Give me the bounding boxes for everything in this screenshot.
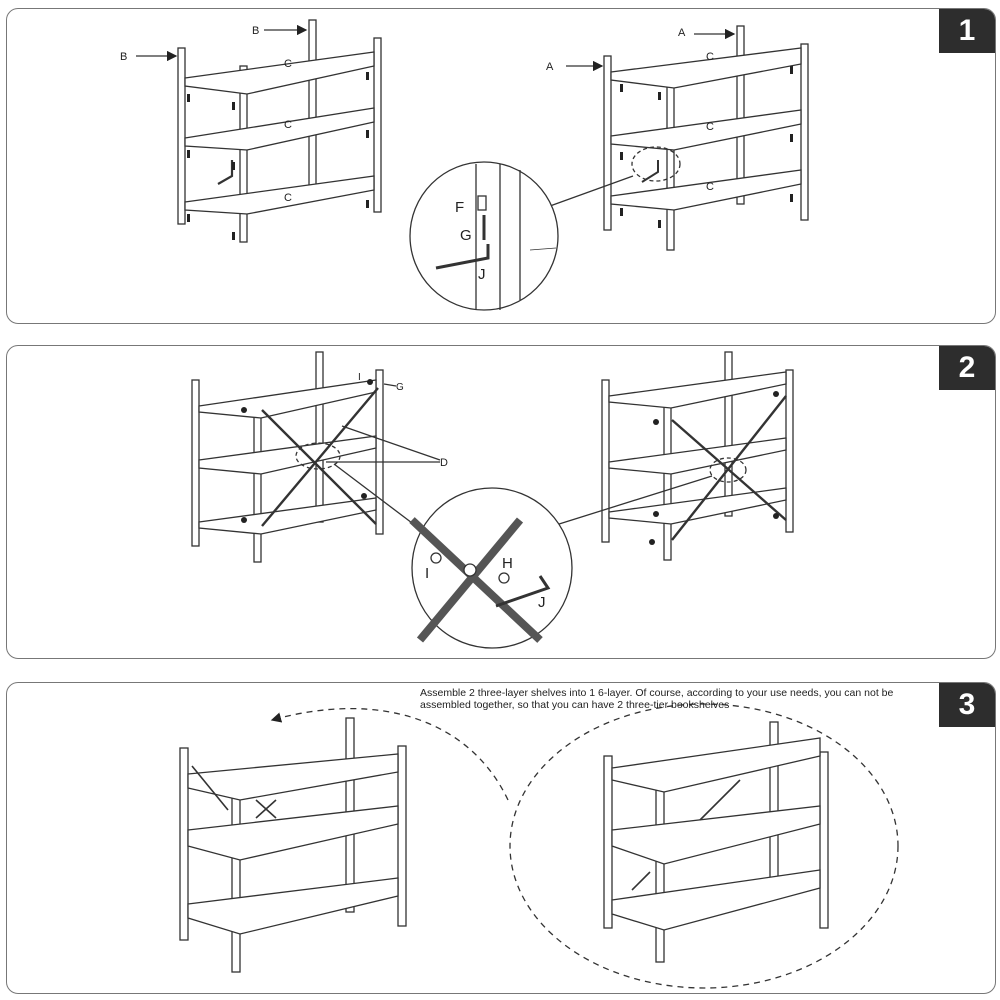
step-3-shelf-right: [603, 721, 829, 963]
label-j: J: [478, 266, 486, 283]
label-a-left: A: [546, 61, 554, 73]
label-i: I: [425, 565, 429, 582]
label-g: G: [460, 227, 472, 244]
label-b-left: B: [120, 51, 127, 63]
label-c-5: C: [706, 121, 714, 133]
label-d: D: [440, 457, 448, 469]
label-h: H: [502, 555, 513, 572]
step-2-badge: 2: [939, 346, 995, 390]
step-1-badge: 1: [939, 9, 995, 53]
step-1-detail-circle: [409, 161, 559, 311]
label-f: F: [455, 199, 464, 216]
label-i-small: I: [358, 372, 361, 383]
step-1-shelf-right: [549, 25, 809, 251]
label-b-top: B: [252, 25, 259, 37]
label-c-4: C: [706, 51, 714, 63]
step-3-panel: 3: [6, 682, 996, 994]
label-j-2: J: [538, 594, 546, 611]
label-c-1: C: [284, 58, 292, 70]
step-3-badge: 3: [939, 683, 995, 727]
label-c-2: C: [284, 119, 292, 131]
label-a-top: A: [678, 27, 686, 39]
step-2-shelf-right: [539, 351, 794, 561]
step-3-shelf-left: [179, 717, 407, 973]
label-g-small: G: [396, 382, 404, 393]
step-1-shelf-left: [136, 19, 382, 243]
step-3-note: Assemble 2 three-layer shelves into 1 6-…: [420, 687, 894, 711]
step-2-detail-circle: [409, 487, 573, 649]
label-c-3: C: [284, 192, 292, 204]
label-c-6: C: [706, 181, 714, 193]
